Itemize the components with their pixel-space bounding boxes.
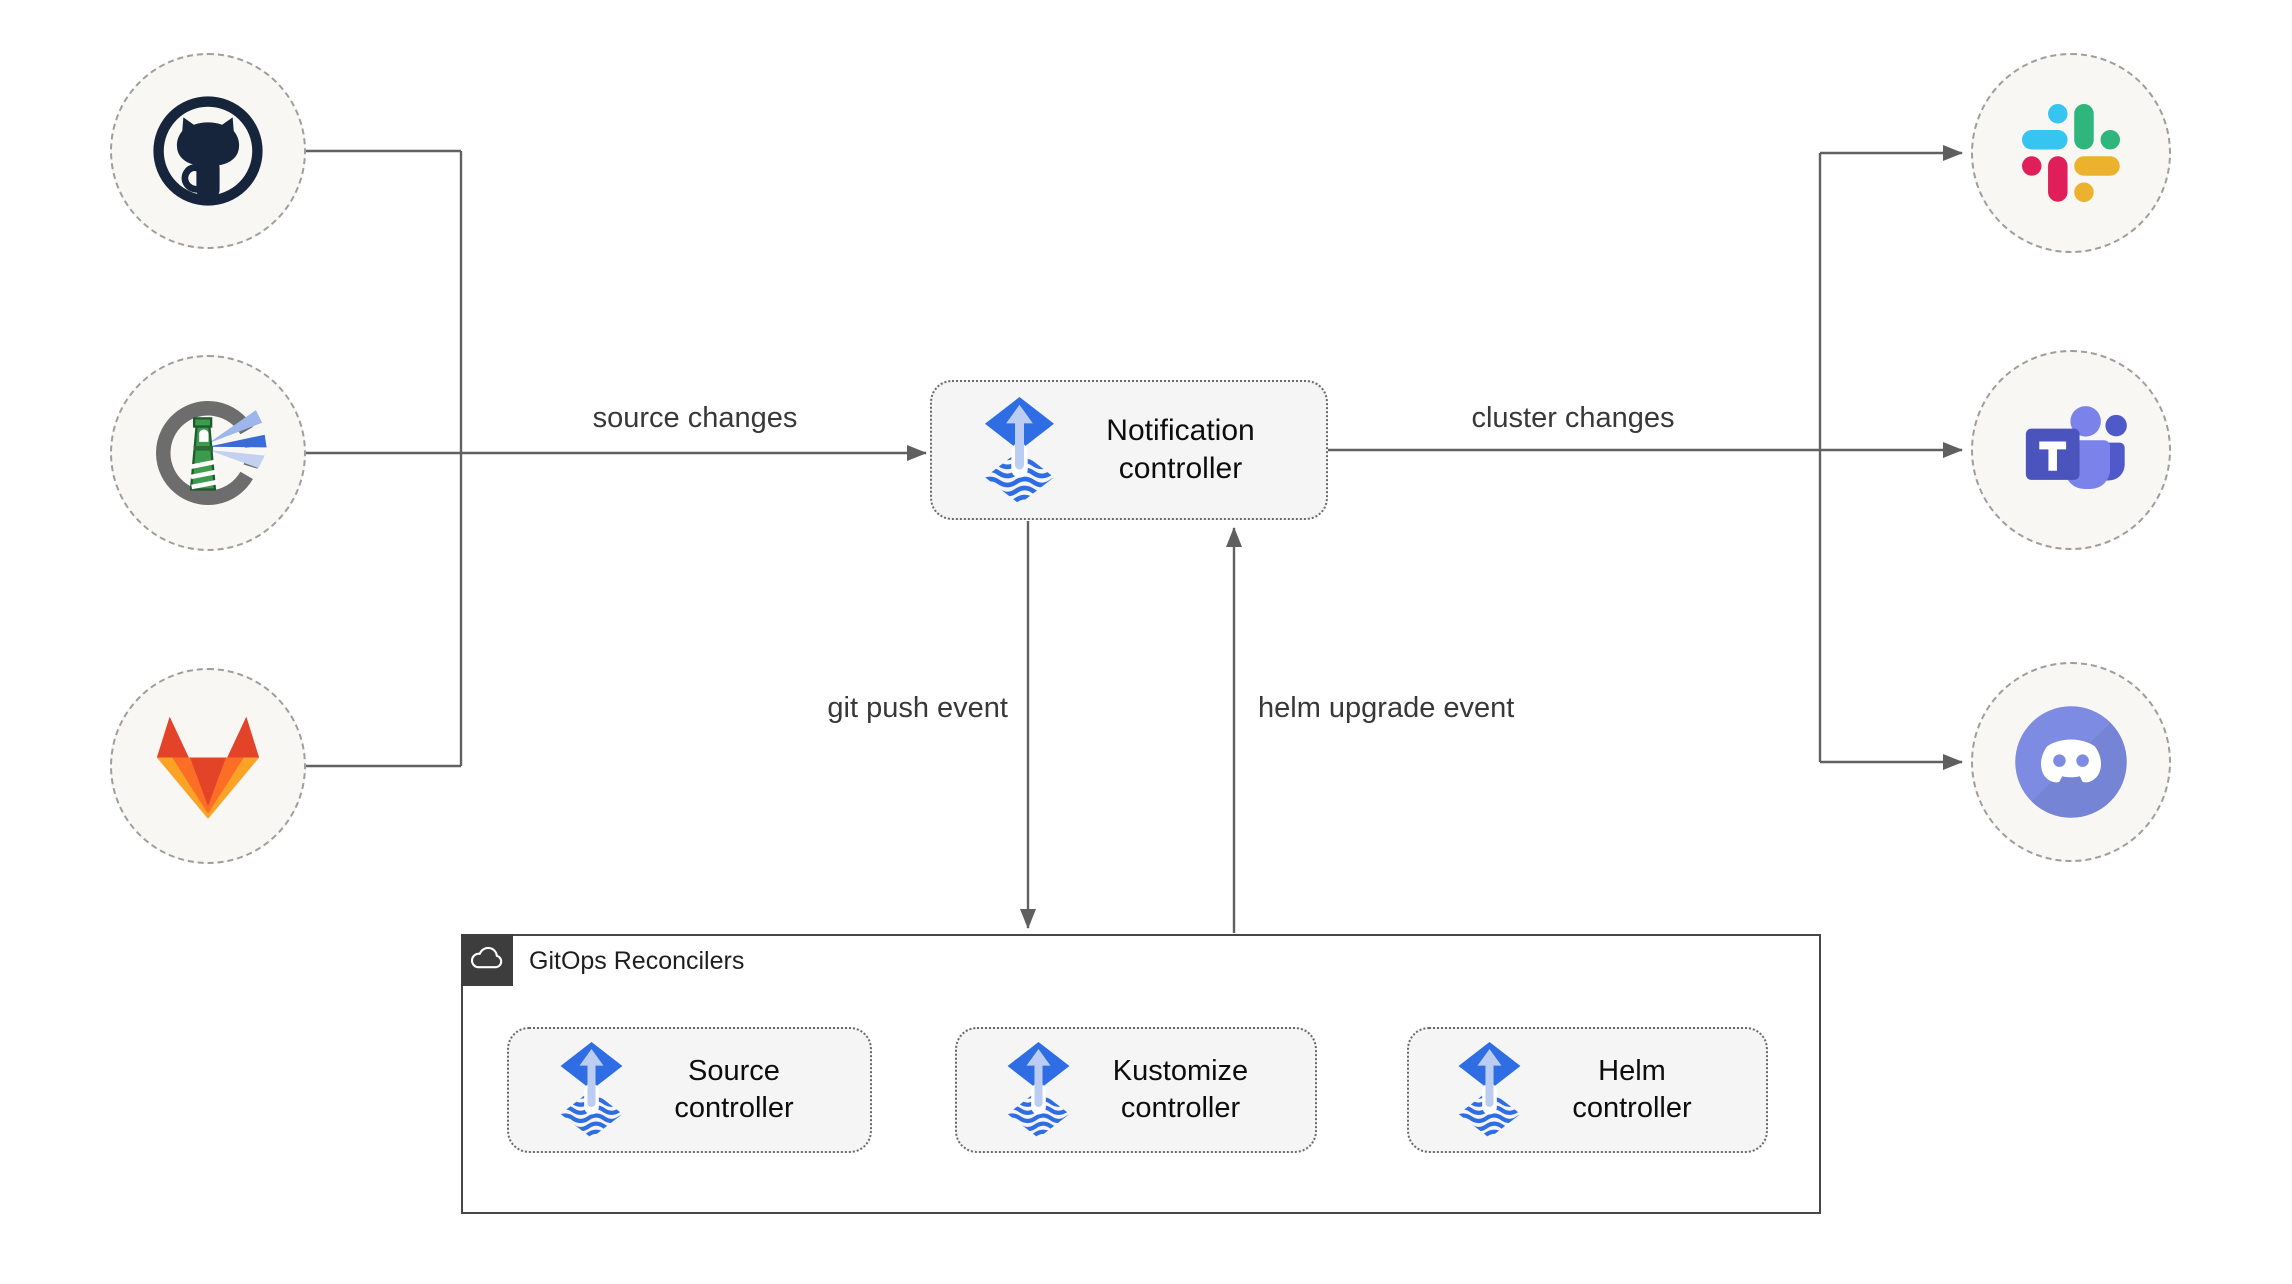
source-node-gitlab[interactable]: [110, 668, 306, 864]
notification-controller-label: Notification controller: [1106, 413, 1255, 485]
source-node-github[interactable]: [110, 53, 306, 249]
flux-icon: [1457, 1042, 1522, 1138]
helm-controller-label: Helm controller: [1572, 1055, 1692, 1124]
github-icon: [147, 90, 269, 212]
node-kustomize-controller[interactable]: Kustomize controller: [955, 1027, 1317, 1153]
kustomize-controller-label: Kustomize controller: [1112, 1055, 1249, 1124]
provider-node-slack[interactable]: [1971, 53, 2171, 253]
flux-icon: [559, 1042, 624, 1138]
source-controller-label: Source controller: [674, 1055, 794, 1124]
flux-icon: [983, 397, 1056, 504]
group-title: GitOps Reconcilers: [529, 947, 745, 975]
source-node-harbor[interactable]: [110, 355, 306, 551]
edge-label-git-push-event: git push event: [827, 692, 1008, 724]
edge-label-helm-upgrade-event: helm upgrade event: [1258, 692, 1515, 724]
provider-node-teams[interactable]: [1971, 350, 2171, 550]
node-helm-controller[interactable]: Helm controller: [1407, 1027, 1768, 1153]
discord-icon: [2003, 694, 2139, 830]
flux-icon: [1006, 1042, 1071, 1138]
edge-label-cluster-changes: cluster changes: [1471, 402, 1675, 434]
microsoft-teams-icon: [2010, 389, 2132, 511]
node-source-controller[interactable]: Source controller: [507, 1027, 872, 1153]
edge-label-source-changes: source changes: [592, 402, 798, 434]
node-notification-controller[interactable]: Notification controller: [930, 380, 1328, 520]
slack-icon: [2022, 104, 2120, 202]
provider-node-discord[interactable]: [1971, 662, 2171, 862]
cloud-icon: [465, 938, 509, 982]
group-badge: [461, 934, 513, 986]
harbor-lighthouse-icon: [145, 390, 271, 516]
gitlab-icon: [144, 709, 272, 824]
